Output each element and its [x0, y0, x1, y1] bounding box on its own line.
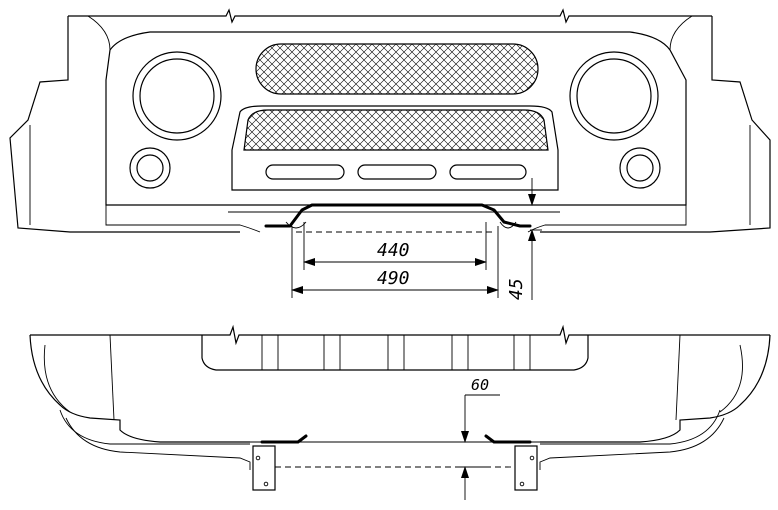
- headlight-left: [132, 51, 222, 141]
- grille-panel-outline: [105, 31, 687, 206]
- bottom-top-line: [30, 324, 770, 346]
- dimension-440: 440: [296, 222, 496, 270]
- dimension-490: 490: [291, 226, 499, 298]
- bracket-right: [484, 434, 532, 444]
- lower-bumper-panel: [231, 105, 559, 191]
- dimension-45: 45: [506, 178, 542, 300]
- bottom-outline-right: [540, 334, 771, 443]
- dimension-440-label: 440: [377, 240, 410, 261]
- bracket-profile: [264, 203, 532, 228]
- dimension-45-label: 45: [506, 278, 527, 300]
- bracket-left: [260, 434, 308, 444]
- turn-signal-right: [619, 147, 661, 189]
- slot-center: [357, 164, 437, 180]
- dimension-60: 60: [460, 376, 500, 500]
- slot-right: [449, 164, 527, 180]
- bottom-view: 60: [29, 324, 771, 500]
- slot-left: [265, 164, 345, 180]
- dimension-490-label: 490: [377, 268, 410, 289]
- fender-right: [540, 16, 771, 233]
- mount-plate-left: [252, 445, 276, 491]
- fender-left: [9, 16, 240, 233]
- bottom-outline-left: [29, 334, 250, 443]
- turn-signal-left: [129, 147, 171, 189]
- center-channel: [201, 335, 589, 371]
- headlight-right: [569, 51, 659, 141]
- front-view: 440 490 45: [9, 8, 771, 300]
- mount-plate-right: [514, 445, 538, 491]
- dimension-60-label: 60: [471, 376, 489, 394]
- upper-grille-mesh: [255, 43, 539, 95]
- lower-grille-mesh: [243, 109, 549, 151]
- body-top-line: [68, 8, 712, 24]
